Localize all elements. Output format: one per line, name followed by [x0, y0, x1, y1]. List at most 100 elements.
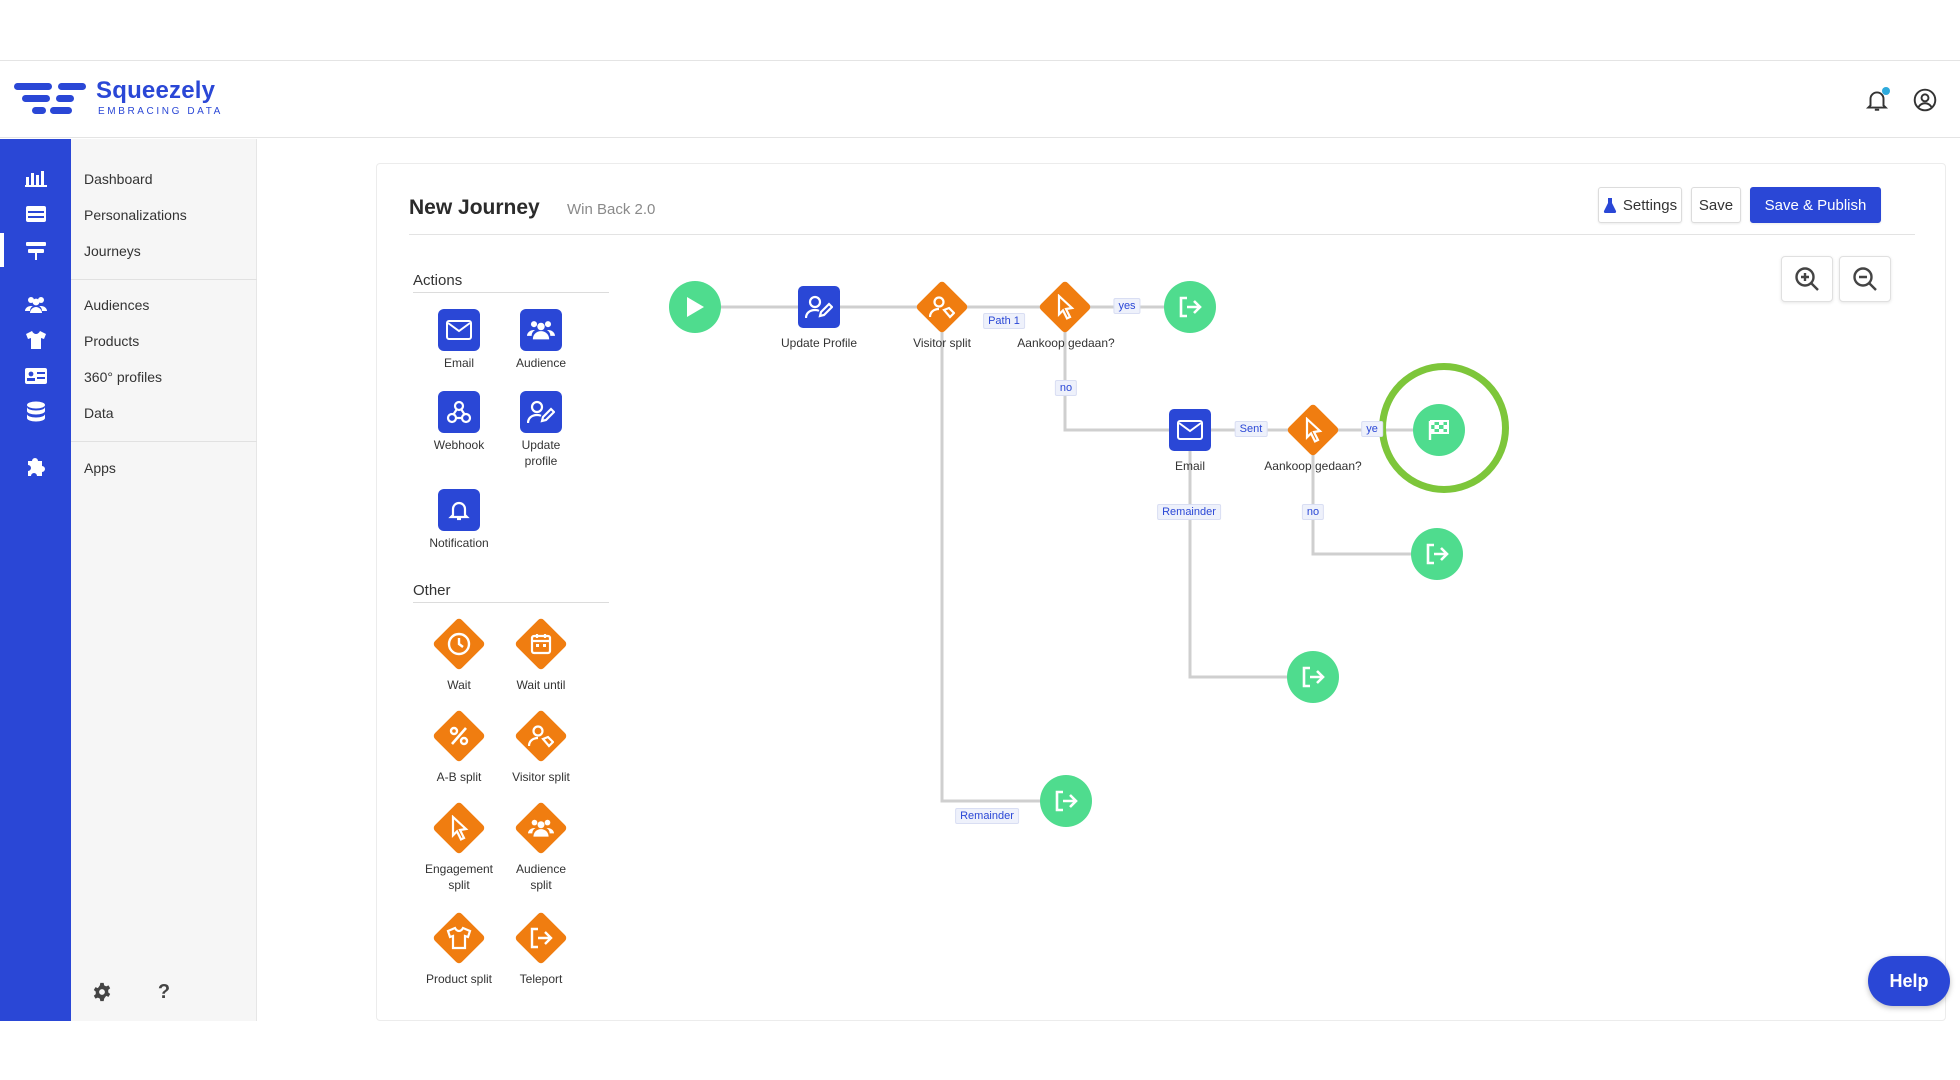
tool-engagement-split[interactable]: Engagement split — [413, 799, 505, 893]
tool-wait-until[interactable]: Wait until — [495, 615, 587, 693]
nav-products[interactable]: Products — [84, 333, 140, 349]
nav-journeys[interactable]: Journeys — [84, 243, 141, 259]
tool-notification[interactable]: Notification — [413, 489, 505, 551]
exit-node[interactable] — [1164, 281, 1216, 333]
gear-icon[interactable] — [89, 979, 115, 1005]
users-icon[interactable] — [0, 287, 71, 321]
shirt-icon[interactable] — [0, 323, 71, 357]
save-button[interactable]: Save — [1691, 187, 1741, 223]
other-heading: Other — [413, 582, 451, 599]
node-label: Visitor split — [913, 336, 971, 350]
tool-ab-split[interactable]: A-B split — [413, 707, 505, 785]
shirt-icon — [446, 926, 472, 950]
nav-apps[interactable]: Apps — [84, 460, 116, 476]
edge-no-2 — [1311, 430, 1437, 556]
envelope-icon — [446, 320, 472, 340]
tool-teleport[interactable]: Teleport — [495, 909, 587, 987]
zoom-out-icon — [1853, 267, 1877, 291]
exit-node[interactable] — [1287, 651, 1339, 703]
tool-label: A-B split — [436, 770, 482, 784]
nav-360-profiles[interactable]: 360° profiles — [84, 369, 162, 385]
node-label: Aankoop gedaan? — [1017, 336, 1115, 350]
exit-node[interactable] — [1040, 775, 1092, 827]
tool-wait[interactable]: Wait — [413, 615, 505, 693]
percent-icon — [449, 726, 469, 746]
edge-label-remainder[interactable]: Remainder — [1157, 504, 1221, 520]
tool-label: Update profile — [521, 438, 561, 468]
edge-no-1 — [1063, 307, 1190, 432]
edge-label-sent[interactable]: Sent — [1234, 421, 1268, 437]
nav-data[interactable]: Data — [84, 405, 114, 421]
nav-dashboard[interactable]: Dashboard — [84, 171, 153, 187]
bell-icon[interactable] — [1864, 87, 1890, 113]
edge-remainder-split — [940, 307, 1066, 803]
tool-label: Wait — [447, 678, 471, 692]
tool-label: Product split — [425, 972, 493, 986]
edge-label-yes[interactable]: yes — [1113, 298, 1141, 314]
account-icon[interactable] — [1912, 87, 1938, 113]
node-visitor-split[interactable] — [913, 278, 971, 336]
chart-icon[interactable] — [0, 161, 71, 195]
exit-arrow-icon — [1179, 296, 1202, 318]
zoom-in-button[interactable] — [1781, 256, 1833, 302]
nav-divider — [71, 279, 257, 280]
tool-product-split[interactable]: Product split — [413, 909, 505, 987]
play-icon — [687, 297, 704, 317]
tool-label: Notification — [429, 536, 489, 550]
nav-audiences[interactable]: Audiences — [84, 297, 150, 313]
profile-card-icon[interactable] — [0, 359, 71, 393]
page-title: New Journey — [409, 196, 540, 219]
actions-heading: Actions — [413, 272, 463, 289]
save-publish-button[interactable]: Save & Publish — [1750, 187, 1881, 223]
clock-icon — [447, 632, 471, 656]
edge-label-no[interactable]: no — [1054, 380, 1078, 396]
tool-label: Visitor split — [512, 770, 570, 784]
goal-node[interactable] — [1413, 404, 1465, 456]
nav-divider — [71, 441, 257, 442]
user-tag-icon — [528, 725, 554, 748]
help-button[interactable]: Help — [1868, 956, 1950, 1006]
zoom-out-button[interactable] — [1839, 256, 1891, 302]
node-email[interactable] — [1169, 409, 1211, 451]
node-update-profile[interactable] — [798, 286, 840, 328]
tool-visitor-split[interactable]: Visitor split — [495, 707, 587, 785]
exit-arrow-icon — [530, 927, 553, 949]
tool-webhook[interactable]: Webhook — [413, 391, 505, 453]
user-tag-icon — [929, 296, 955, 319]
brand-logo[interactable]: Squeezely EMBRACING DATA — [14, 79, 223, 119]
webhook-icon — [446, 400, 472, 424]
users-icon — [528, 819, 554, 837]
database-icon[interactable] — [0, 395, 71, 429]
top-bar: Squeezely EMBRACING DATA — [0, 60, 1960, 138]
edge-label-remainder[interactable]: Remainder — [955, 808, 1019, 824]
question-icon[interactable]: ? — [157, 980, 171, 1003]
logo-mark-icon — [14, 79, 86, 119]
journey-subtitle: Win Back 2.0 — [567, 201, 656, 218]
node-label: Aankoop gedaan? — [1264, 459, 1362, 473]
tool-email[interactable]: Email — [413, 309, 505, 371]
window-icon[interactable] — [0, 197, 71, 231]
settings-button[interactable]: Settings — [1598, 187, 1682, 223]
bell-icon — [448, 501, 470, 521]
journey-icon[interactable] — [0, 233, 71, 267]
tool-label: Webhook — [433, 438, 485, 452]
header-divider — [409, 234, 1915, 235]
node-purchase-check-2[interactable] — [1284, 401, 1342, 459]
exit-arrow-icon — [1426, 543, 1449, 565]
puzzle-icon[interactable] — [0, 449, 71, 483]
exit-node[interactable] — [1411, 528, 1463, 580]
tool-audience[interactable]: Audience — [495, 309, 587, 371]
tool-label: Email — [443, 356, 474, 370]
node-label: Update Profile — [780, 336, 858, 350]
cursor-click-icon — [451, 815, 469, 841]
tool-update-profile[interactable]: Update profile — [495, 391, 587, 469]
nav-personalizations[interactable]: Personalizations — [84, 207, 187, 223]
edge-label-yes[interactable]: ye — [1361, 421, 1383, 437]
start-node[interactable] — [669, 281, 721, 333]
edge-label-no[interactable]: no — [1301, 504, 1325, 520]
flask-icon — [1603, 198, 1617, 213]
edge-label-path1[interactable]: Path 1 — [983, 313, 1025, 329]
tool-audience-split[interactable]: Audience split — [495, 799, 587, 893]
users-icon — [527, 321, 555, 340]
node-purchase-check-1[interactable] — [1036, 278, 1094, 336]
